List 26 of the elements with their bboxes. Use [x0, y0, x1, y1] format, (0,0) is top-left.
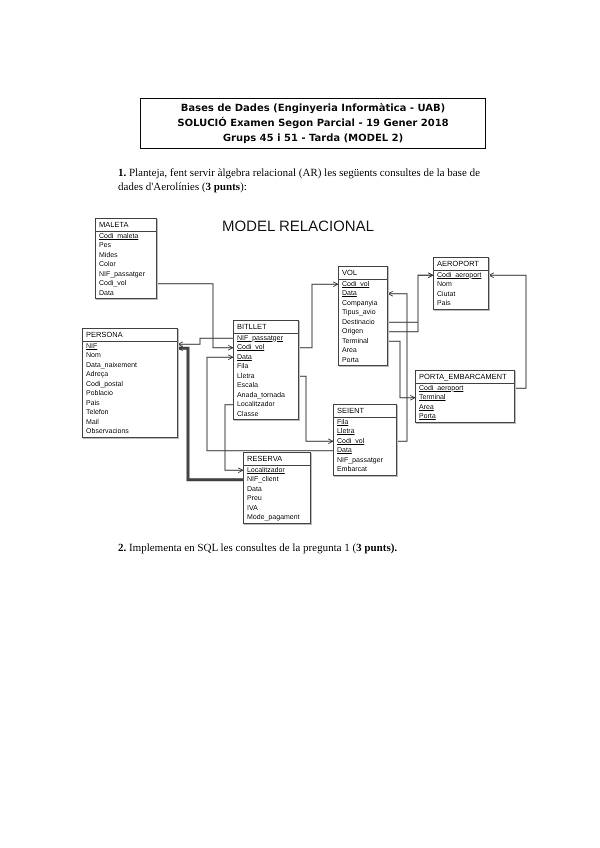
header-line: SOLUCIÓ Examen Segon Parcial - 19 Gener 2018 [176, 116, 450, 131]
header-box [140, 98, 486, 149]
header-line: Bases de Dades (Enginyeria Informàtica - UAB) [180, 102, 446, 116]
reference-arrow [156, 283, 234, 351]
reference-arrow [388, 290, 408, 442]
table-box [415, 370, 515, 422]
table-box [82, 328, 178, 438]
reference-arrow [178, 345, 243, 482]
table-box [243, 452, 311, 524]
reference-arrow [388, 272, 434, 332]
reference-arrow [298, 376, 334, 444]
reference-arrow [178, 338, 234, 348]
reference-arrow [224, 404, 244, 474]
table-box [338, 266, 388, 366]
reference-arrow [298, 281, 338, 348]
header-line: Grups 45 i 51 - Tarda (MODEL 2) [222, 132, 404, 146]
table-box [433, 257, 489, 310]
table-box [233, 320, 299, 420]
table-box [333, 404, 397, 476]
reference-arrow [206, 354, 334, 452]
reference-arrow [388, 340, 416, 401]
table-box [95, 218, 157, 299]
diagram-title: MODEL RELACIONAL [222, 218, 374, 235]
question-text: 1. Planteja, fent servir àlgebra relacional (AR) les següents consultes de la base de dades d'Aerolínies (3 punts): [118, 166, 481, 194]
question-text: 2. Implementa en SQL les consultes de la pregunta 1 (3 punts). [118, 541, 398, 555]
reference-arrow [488, 272, 526, 389]
